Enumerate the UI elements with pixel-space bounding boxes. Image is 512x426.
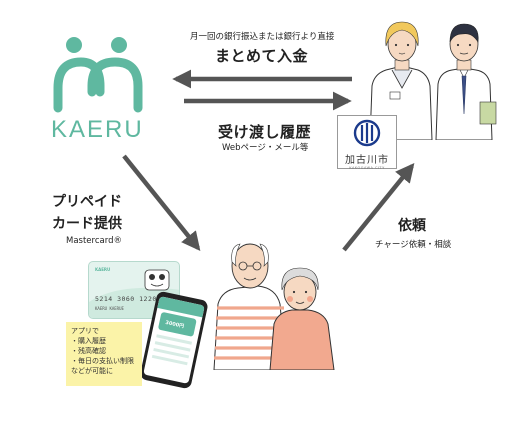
history-caption: Webページ・メール等 [222, 143, 309, 153]
note-line-1: アプリで [71, 327, 99, 335]
city-emblem-icon [353, 119, 381, 147]
app-features-note: アプリで ・購入履歴 ・残高確認 ・毎日の支払い制限 などが可能に [66, 322, 142, 386]
grandma [269, 267, 335, 370]
transfer-caption: 月一回の銀行振込または銀行より直接 [190, 32, 335, 42]
card-brand: KAERU [95, 267, 111, 272]
arrow-prepaid [122, 154, 201, 251]
card-number: 5214 3060 1220 5678 [95, 295, 179, 303]
city-name: 加古川市 [345, 155, 389, 166]
city-name-en: KAKOGAWA CITY [349, 166, 385, 170]
frog-mascot-icon [144, 269, 170, 291]
kaeru-logo-mark [53, 37, 143, 113]
arrow-request [342, 163, 415, 252]
phone-amount: 3000円 [164, 319, 185, 330]
note-line-2: ・購入履歴 [71, 337, 106, 345]
note-line-4: ・毎日の支払い制限 [71, 357, 134, 365]
kaeru-logo-text: KAERU [51, 116, 144, 143]
history-title: 受け渡し履歴 [218, 123, 312, 141]
request-title: 依頼 [398, 218, 426, 234]
note-line-5: などが可能に [71, 367, 113, 375]
prepaid-caption: Mastercard® [66, 236, 122, 246]
request-caption: チャージ依頼・相談 [375, 240, 452, 250]
phone-balance-panel: 3000円 [157, 311, 197, 337]
note-line-3: ・残高確認 [71, 347, 106, 355]
prepaid-title-line1: プリペイド [52, 194, 122, 210]
grandpa [213, 243, 287, 370]
city-badge: 加古川市 KAKOGAWA CITY [337, 115, 397, 170]
staff-man [435, 23, 497, 140]
elderly-couple-illustration [213, 243, 335, 370]
transfer-title: まとめて入金 [215, 47, 309, 65]
card-holder: KAERU KAERUE [95, 306, 124, 311]
prepaid-title-line2: カード提供 [52, 216, 122, 232]
